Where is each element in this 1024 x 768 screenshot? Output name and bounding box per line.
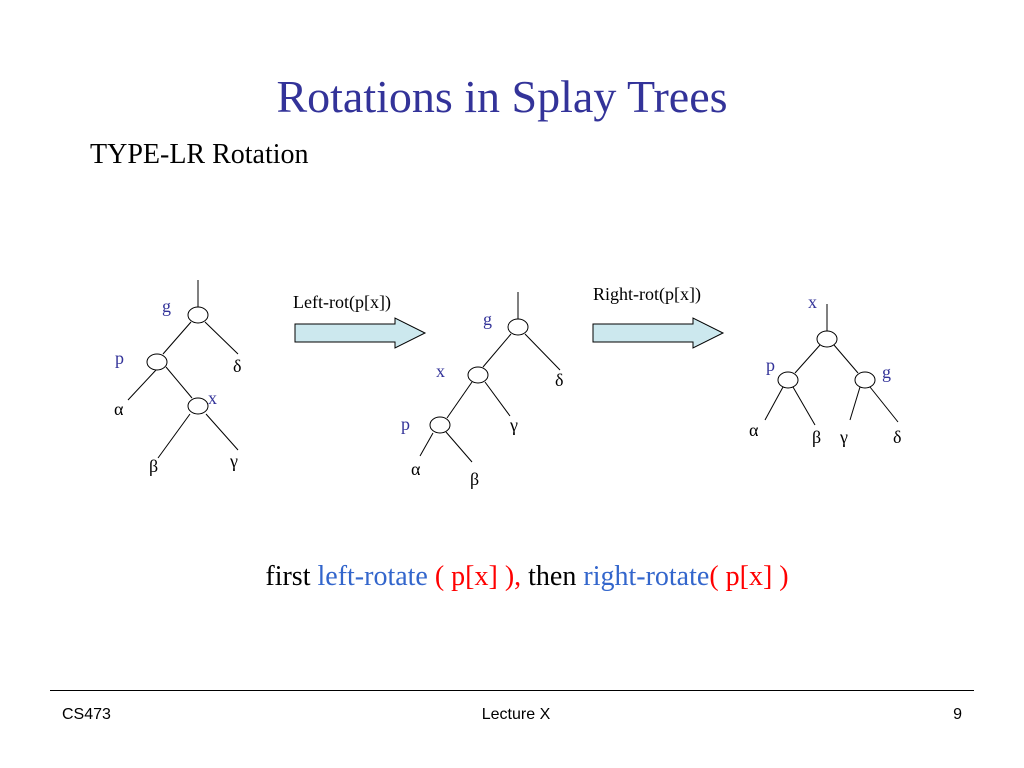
- tree1-label-x: x: [208, 388, 217, 408]
- tree1-label-gamma: γ: [229, 451, 238, 471]
- caption-right-rotate: right-rotate: [583, 561, 710, 592]
- tree3-label-alpha: α: [749, 420, 759, 440]
- tree2-label-delta: δ: [555, 370, 563, 390]
- tree-before: [127, 280, 239, 459]
- tree3-label-gamma: γ: [839, 427, 848, 447]
- tree2-label-x: x: [436, 361, 445, 381]
- tree1-node-x: [187, 397, 209, 415]
- tree1-label-delta: δ: [233, 356, 241, 376]
- tree-middle: [419, 292, 561, 463]
- tree2-node-p: [429, 416, 451, 434]
- caption-then: then: [521, 561, 584, 592]
- tree2-label-alpha: α: [411, 459, 421, 479]
- tree1-node-g: [187, 306, 209, 324]
- footer-lecture: Lecture X: [481, 706, 551, 723]
- tree1-label-beta: β: [149, 456, 158, 476]
- slide-subtitle: TYPE-LR Rotation: [90, 139, 309, 170]
- caption-left-rotate: left-rotate: [317, 561, 428, 592]
- arrow-left-rot-label: Left-rot(p[x]): [293, 292, 391, 313]
- tree2-label-gamma: γ: [509, 415, 518, 435]
- arrow-right-rot: Right-rot(p[x]): [592, 284, 725, 349]
- arrow-right-rot-label: Right-rot(p[x]): [593, 284, 701, 305]
- footer-divider: [50, 690, 974, 691]
- tree2-node-x: [467, 366, 489, 384]
- tree2-label-p: p: [401, 414, 410, 434]
- caption-right-arg: ( p[x] ): [709, 561, 789, 592]
- tree1-label-p: p: [115, 348, 124, 368]
- tree3-label-delta: δ: [893, 427, 901, 447]
- footer-course: CS473: [62, 706, 111, 723]
- tree2-node-g: [507, 318, 529, 336]
- tree3-label-g: g: [882, 362, 891, 382]
- tree3-node-g: [854, 371, 876, 389]
- tree3-node-p: [777, 371, 799, 389]
- tree3-label-p: p: [766, 355, 775, 375]
- tree3-label-x: x: [808, 292, 817, 312]
- slide-title: Rotations in Splay Trees: [276, 71, 728, 122]
- tree1-node-p: [146, 353, 168, 371]
- arrow-left-rot: Left-rot(p[x]): [293, 292, 427, 349]
- caption-first: first: [265, 561, 318, 592]
- tree3-label-beta: β: [812, 427, 821, 447]
- tree2-label-g: g: [483, 309, 492, 329]
- tree1-label-g: g: [162, 296, 171, 316]
- caption-left-arg: ( p[x] ),: [427, 561, 522, 592]
- footer-page-number: 9: [953, 706, 962, 723]
- tree2-label-beta: β: [470, 469, 479, 489]
- tree1-label-alpha: α: [114, 399, 124, 419]
- rotation-caption: first left-rotate ( p[x] ), then right-r…: [0, 561, 1024, 593]
- tree-after: [764, 304, 899, 426]
- tree3-node-x: [816, 330, 838, 348]
